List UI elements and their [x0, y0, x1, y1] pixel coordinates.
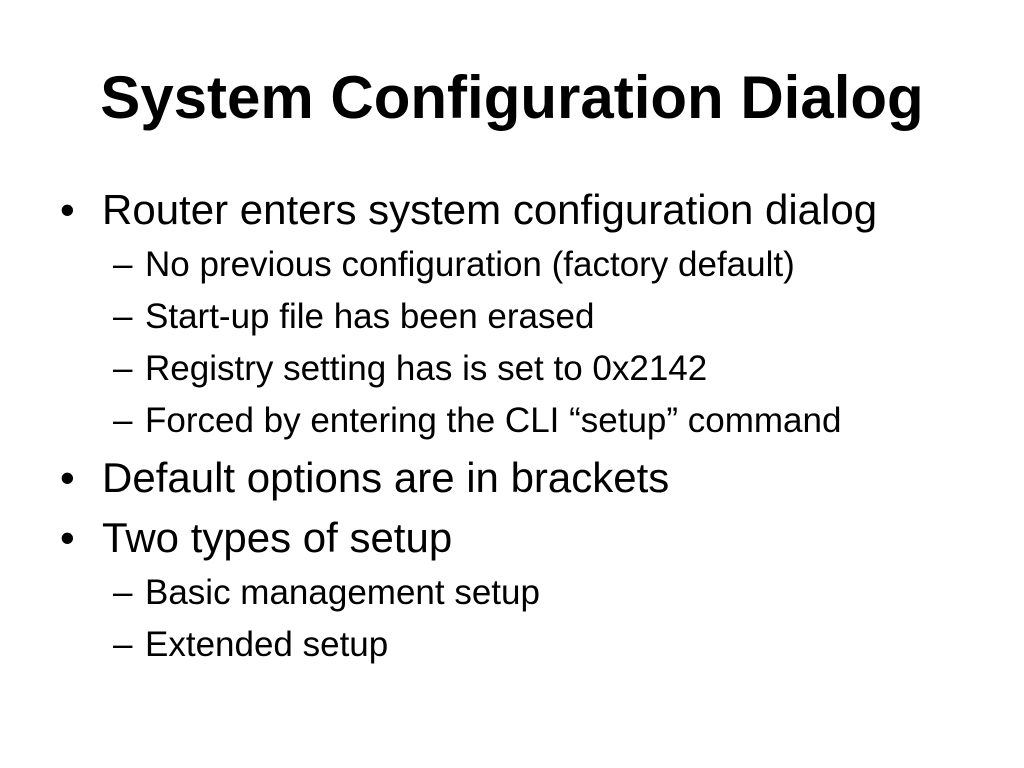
bullet-text: Router enters system configuration dialo… [102, 186, 878, 233]
bullet-marker: • [60, 186, 75, 233]
sub-bullet-marker: – [113, 245, 133, 284]
sub-bullet-marker: – [113, 401, 133, 440]
sub-bullet-text: No previous configuration (factory defau… [145, 245, 795, 284]
sub-bullet-marker: – [113, 297, 133, 336]
sub-bullet-text: Extended setup [145, 625, 389, 664]
bullet-marker: • [60, 514, 75, 561]
sub-bullet-marker: – [113, 349, 133, 388]
bullet-marker: • [60, 454, 75, 501]
slide-title: System Configuration Dialog [100, 64, 924, 131]
sub-bullet-text: Start-up file has been erased [145, 297, 595, 336]
bullet-text: Default options are in brackets [102, 454, 670, 501]
sub-bullet-marker: – [113, 573, 133, 612]
sub-bullet-text: Registry setting has is set to 0x2142 [145, 349, 708, 388]
sub-bullet-text: Forced by entering the CLI “setup” comma… [145, 401, 842, 440]
sub-bullet-marker: – [113, 625, 133, 664]
bullet-text: Two types of setup [102, 514, 453, 561]
sub-bullet-text: Basic management setup [145, 573, 540, 612]
